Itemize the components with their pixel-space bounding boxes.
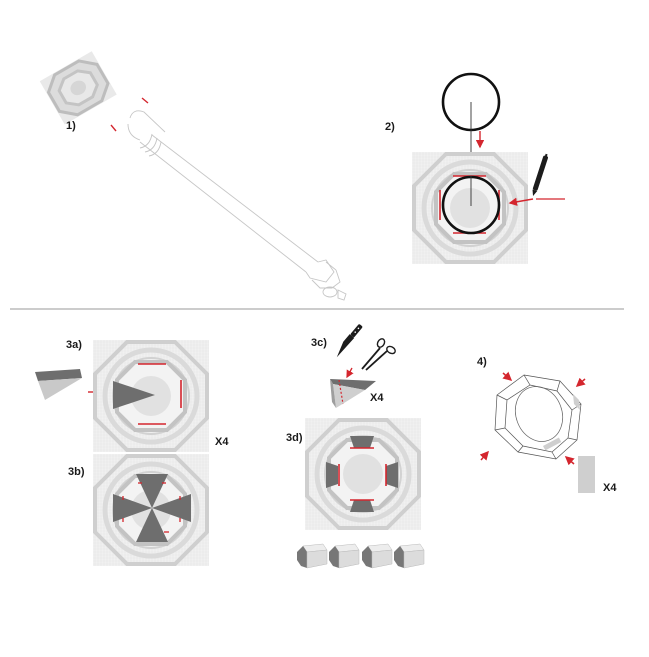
step-4-arrows (479, 371, 586, 466)
step-3b-label: 3b) (68, 466, 85, 478)
step-4-label: 4) (477, 356, 487, 368)
pen-icon (532, 153, 548, 196)
step-3d-label: 3d) (286, 432, 303, 444)
step-1-label: 1) (66, 120, 76, 132)
insert-strip (578, 456, 595, 493)
step-3b-artwork (93, 454, 209, 566)
step-3c-artwork (330, 324, 396, 408)
step-1-artwork (39, 51, 347, 301)
step-3a-artwork (35, 340, 209, 452)
knife-icon (336, 324, 363, 358)
step-3c-label: 3c) (311, 337, 327, 349)
scissors-icon (361, 338, 396, 371)
step-4-artwork (494, 374, 582, 460)
step-3d-artwork (297, 418, 425, 569)
step-3a-multiplier: X4 (215, 436, 229, 448)
step-4-multiplier: X4 (603, 482, 617, 494)
step-3c-multiplier: X4 (370, 392, 384, 404)
step-2-label: 2) (385, 121, 395, 133)
blocks-row (297, 543, 425, 569)
step-3a-label: 3a) (66, 339, 82, 351)
step-2-artwork (412, 72, 565, 264)
